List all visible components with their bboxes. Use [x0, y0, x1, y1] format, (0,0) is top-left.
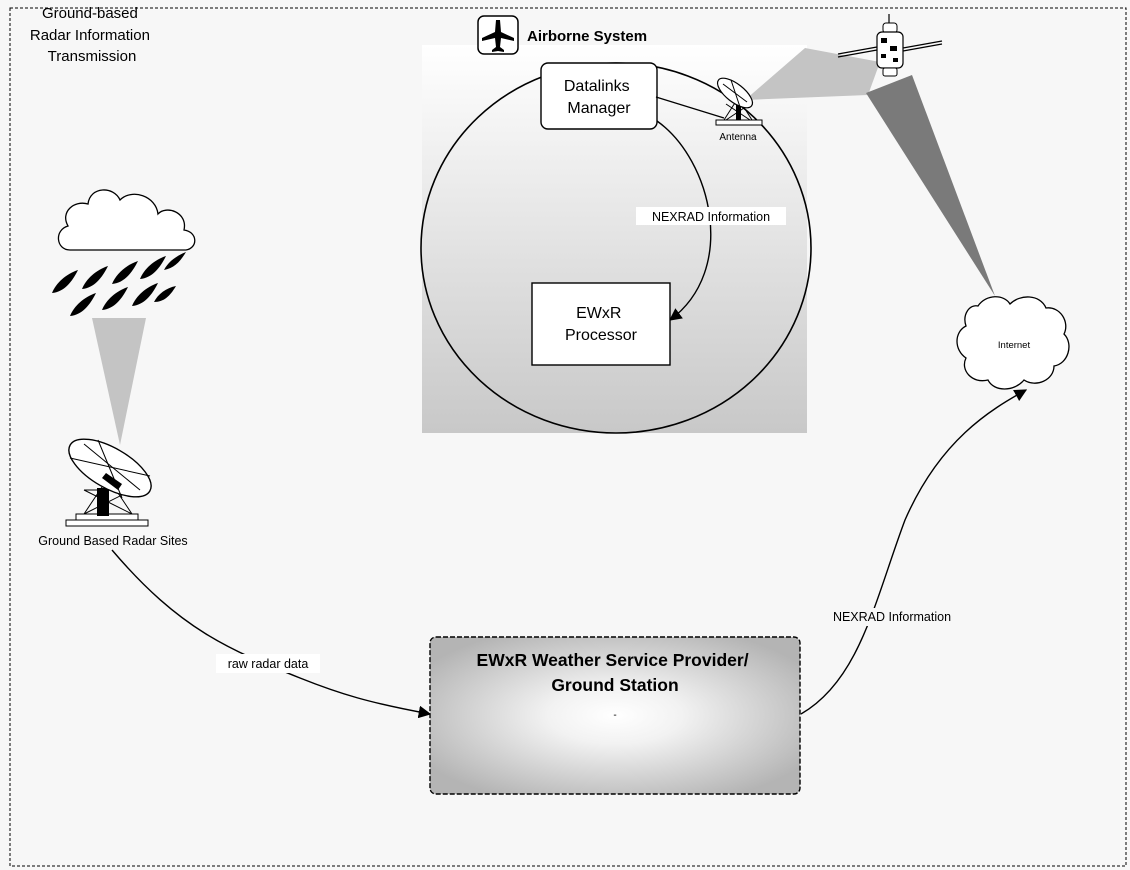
- datalinks-antenna-link: [655, 96, 725, 119]
- ground-station-box: [429, 636, 801, 795]
- ground-station-mark: -: [613, 710, 616, 721]
- nexrad-internal-label: NEXRAD Information: [652, 210, 770, 224]
- ground-radar-sites-label: Ground Based Radar Sites: [38, 534, 187, 548]
- internet-cloud-icon: [956, 296, 1070, 390]
- frame-title: Ground-based Radar Information Transmiss…: [30, 5, 154, 65]
- nexrad-internal-label-bg: [636, 207, 786, 225]
- raw-radar-data-label: raw radar data: [228, 657, 309, 671]
- radar-dish-icon: [65, 438, 152, 527]
- radar-rain-beam: [92, 318, 146, 445]
- antenna-label: Antenna: [719, 132, 757, 143]
- datalinks-manager-label: Datalinks Manager: [564, 78, 634, 117]
- rain-cloud-icon: [52, 189, 196, 316]
- satellite-icon: [837, 14, 943, 77]
- airborne-system-title: Airborne System: [527, 28, 647, 45]
- nexrad-ground-arrow: [800, 389, 1028, 715]
- ewxr-processor-box: [531, 282, 671, 366]
- raw-radar-data-label-bg: [216, 654, 320, 673]
- airplane-icon: [477, 15, 519, 55]
- nexrad-ground-label-bg: [818, 608, 966, 626]
- internet-label: Internet: [998, 340, 1031, 351]
- uplink-beam: [745, 48, 880, 100]
- datalinks-manager-box: [540, 62, 658, 130]
- antenna-dish-icon: [715, 77, 763, 126]
- ground-station-title: EWxR Weather Service Provider/ Ground St…: [477, 650, 754, 695]
- ewxr-processor-label: EWxR Processor: [565, 305, 638, 344]
- downlink-beam: [866, 75, 995, 296]
- raw-radar-data-arrow: [111, 549, 432, 719]
- ground-frame-border: [9, 7, 1127, 867]
- nexrad-ground-label: NEXRAD Information: [833, 610, 951, 624]
